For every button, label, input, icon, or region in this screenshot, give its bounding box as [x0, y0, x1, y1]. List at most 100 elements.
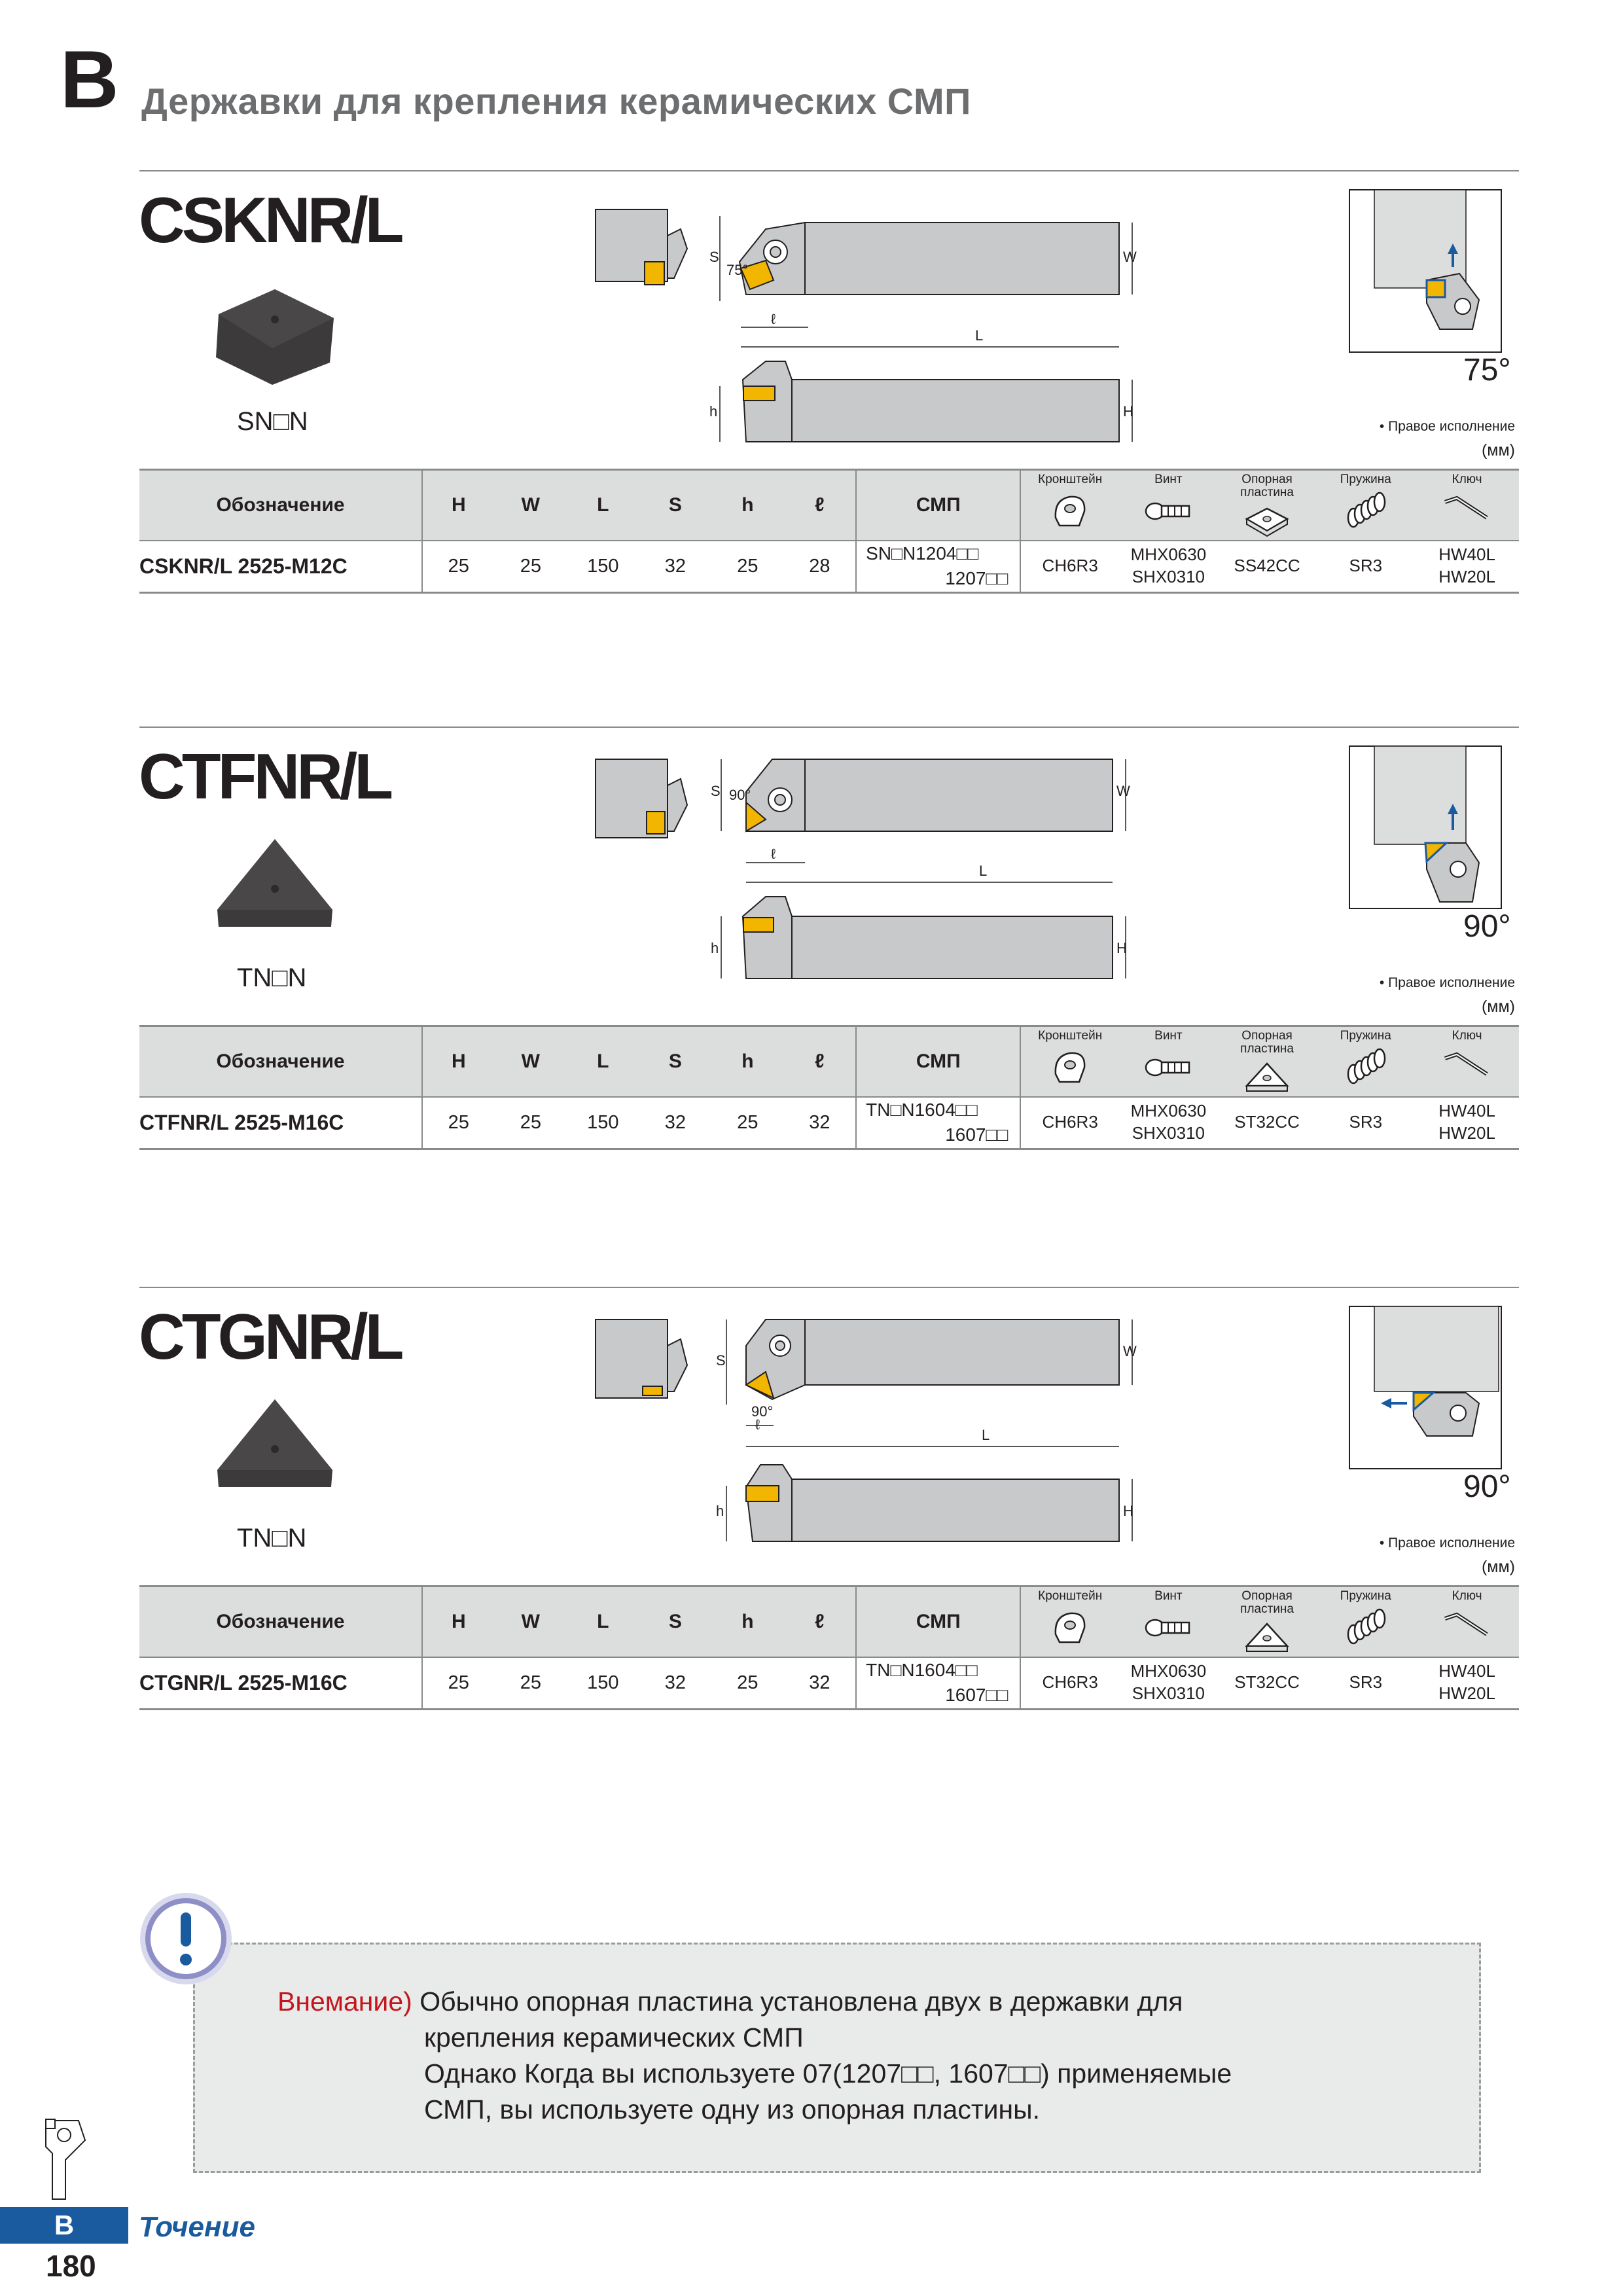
insert-codes: TN□N1604□□1607□□ — [856, 1657, 1022, 1710]
dim-h-big: H — [1116, 940, 1127, 956]
insert-shape-label: SN□N — [237, 407, 308, 436]
model-title: CTFNR/L — [139, 740, 393, 812]
clamp-icon — [1054, 1612, 1086, 1643]
val-l: 32 — [783, 1657, 857, 1710]
col-S: S — [639, 1025, 712, 1098]
col-W: W — [494, 469, 567, 541]
table-row: CSKNR/L 2525-M12C 25 25 150 32 25 28 SN□… — [139, 540, 1519, 594]
spring-code: SR3 — [1316, 1096, 1416, 1150]
note-prefix: Внемание) — [277, 1986, 412, 2017]
note-text: Внемание) Обычно опорная пластина устано… — [277, 1984, 1232, 2128]
col-W: W — [494, 1025, 567, 1098]
page-number: 180 — [46, 2249, 96, 2283]
spring-code: SR3 — [1316, 1657, 1416, 1710]
col-L: L — [567, 469, 639, 541]
dim-l: L — [975, 327, 983, 344]
angle-tag: 75° — [726, 262, 748, 278]
val-W: 25 — [494, 540, 567, 594]
screw-icon — [1145, 1058, 1190, 1077]
clamp-icon — [1054, 495, 1086, 527]
product-block-csknr: CSKNR/L SN□N S 75° W ℓ L h H — [0, 170, 1623, 628]
col-designation: Обозначение — [139, 1585, 423, 1658]
approach-angle: 75° — [1463, 353, 1511, 387]
model-title: CTGNR/L — [139, 1300, 404, 1372]
dim-w: W — [1123, 249, 1137, 265]
col-L: L — [567, 1585, 639, 1658]
screw-icon — [1145, 1619, 1190, 1637]
spec-table: Обозначение H W L S h ℓ СМП Кронштейн Ви… — [139, 469, 1519, 594]
hex-key-icon — [1444, 495, 1488, 520]
seat-icon — [1245, 507, 1289, 537]
triangle-insert-icon — [217, 1399, 332, 1487]
dim-h-big: H — [1123, 403, 1133, 420]
triangle-insert-icon — [217, 839, 332, 927]
val-h: 25 — [711, 1657, 784, 1710]
col-clamp: Кронштейн — [1020, 1585, 1120, 1658]
col-H: H — [422, 1585, 495, 1658]
col-h: h — [711, 469, 784, 541]
col-h: h — [711, 1025, 784, 1098]
note-line-2: крепления керамических СМП — [424, 2022, 804, 2053]
designation: CSKNR/L 2525-M12C — [139, 540, 423, 594]
square-insert-icon — [216, 289, 334, 385]
spec-table: Обозначение H W L S h ℓ СМП Кронштейн Ви… — [139, 1585, 1519, 1710]
col-screw: Винт — [1119, 1025, 1218, 1098]
approach-angle: 90° — [1463, 909, 1511, 944]
seat-icon — [1245, 1062, 1289, 1092]
col-key: Ключ — [1415, 1025, 1519, 1098]
val-S: 32 — [639, 1657, 712, 1710]
insert-codes: SN□N1204□□1207□□ — [856, 540, 1022, 594]
hand-note: • Правое исполнение — [1379, 419, 1515, 434]
col-clamp: Кронштейн — [1020, 469, 1120, 541]
val-l: 28 — [783, 540, 857, 594]
spring-code: SR3 — [1316, 540, 1416, 594]
dim-s: S — [716, 1352, 726, 1369]
col-l: ℓ — [783, 1025, 857, 1098]
col-key: Ключ — [1415, 1585, 1519, 1658]
col-spring: Пружина — [1316, 1585, 1416, 1658]
col-spring: Пружина — [1316, 469, 1416, 541]
hand-note: • Правое исполнение — [1379, 975, 1515, 990]
dim-l: L — [979, 863, 987, 879]
note-line-4: СМП, вы используете одну из опорная плас… — [424, 2094, 1041, 2125]
col-l: ℓ — [783, 1585, 857, 1658]
angle-tag: 90° — [751, 1403, 773, 1420]
val-l: 32 — [783, 1096, 857, 1150]
col-h: h — [711, 1585, 784, 1658]
hand-note: • Правое исполнение — [1379, 1535, 1515, 1551]
val-L: 150 — [567, 540, 639, 594]
col-W: W — [494, 1585, 567, 1658]
dim-h-big: H — [1123, 1503, 1133, 1519]
dim-l-small: ℓ — [771, 311, 776, 327]
col-L: L — [567, 1025, 639, 1098]
note-line-1: Обычно опорная пластина установлена двух… — [419, 1986, 1183, 2017]
dim-s: S — [711, 783, 721, 799]
hex-key-icon — [1444, 1052, 1488, 1076]
designation: CTFNR/L 2525-M16C — [139, 1096, 423, 1150]
turning-tool-icon — [45, 2119, 86, 2200]
divider — [139, 726, 1519, 728]
col-seat: Опорная пластина — [1217, 1025, 1317, 1098]
table-row: CTFNR/L 2525-M16C 25 25 150 32 25 32 TN□… — [139, 1096, 1519, 1150]
val-L: 150 — [567, 1657, 639, 1710]
val-W: 25 — [494, 1657, 567, 1710]
val-H: 25 — [422, 1657, 495, 1710]
spec-table: Обозначение H W L S h ℓ СМП Кронштейн Ви… — [139, 1025, 1519, 1150]
col-designation: Обозначение — [139, 1025, 423, 1098]
seat-icon — [1245, 1623, 1289, 1652]
clamp-code: CH6R3 — [1020, 540, 1120, 594]
exclamation-icon — [140, 1893, 232, 1984]
dim-w: W — [1116, 783, 1130, 799]
col-screw: Винт — [1119, 469, 1218, 541]
insert-shape-label: TN□N — [237, 963, 307, 992]
col-seat: Опорная пластина — [1217, 469, 1317, 541]
dim-h: h — [716, 1503, 724, 1519]
col-spring: Пружина — [1316, 1025, 1416, 1098]
product-block-ctfnr: CTFNR/L TN□N S 90° W ℓ L h H — [0, 726, 1623, 1185]
col-S: S — [639, 469, 712, 541]
dim-l-small: ℓ — [771, 846, 776, 862]
holder-drawing: S 75° W ℓ L h H — [595, 209, 1137, 442]
